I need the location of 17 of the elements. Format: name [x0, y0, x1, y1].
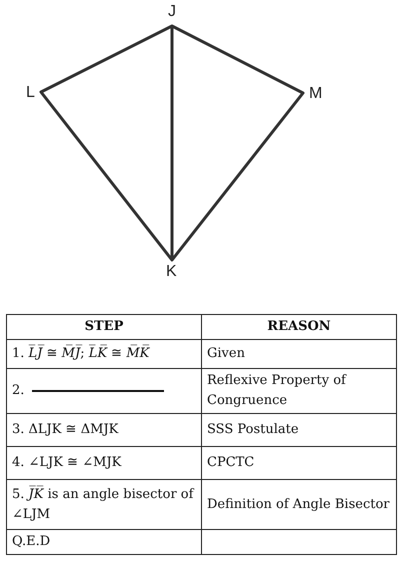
vertex-label: M	[309, 86, 322, 102]
vertex-label: L	[26, 85, 35, 101]
step-cell: 5. J̅K̅ is an angle bisector of ∠LJM	[6, 480, 202, 530]
step-cell: Q.E.D	[6, 530, 202, 554]
reason-cell: Reflexive Property of Congruence	[202, 368, 396, 414]
step-number: 2.	[12, 383, 24, 398]
reason-cell: SSS Postulate	[202, 414, 396, 446]
reason-cell: CPCTC	[202, 446, 396, 480]
column-header: REASON	[202, 314, 396, 340]
step-cell: 4. ∠LJK ≅ ∠MJK	[6, 446, 202, 480]
vertex-label: J	[168, 4, 176, 20]
step-cell: 1. L̅J̅ ≅ M̅J̅; L̅K̅ ≅ M̅K̅	[6, 340, 202, 368]
column-header: STEP	[6, 314, 202, 340]
vertex-label: K	[166, 264, 177, 280]
step-cell: 3. ΔLJK ≅ ΔMJK	[6, 414, 202, 446]
reason-cell: Definition of Angle Bisector	[202, 480, 396, 530]
reason-cell: Given	[202, 340, 396, 368]
